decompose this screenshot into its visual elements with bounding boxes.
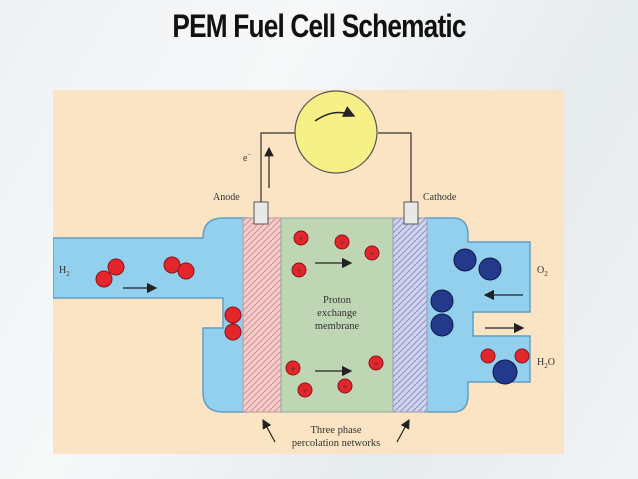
water-molecule — [480, 348, 530, 385]
proton: + — [368, 355, 384, 371]
membrane-label-line-2: exchange — [317, 308, 357, 319]
percolation-arrow-left — [262, 418, 276, 443]
hydrogen-molecule — [224, 306, 242, 341]
anode-layer — [242, 217, 282, 413]
svg-text:+: + — [298, 234, 303, 244]
oxygen-molecule — [453, 248, 502, 281]
cathode-label: Cathode — [423, 192, 457, 203]
svg-text:+: + — [342, 382, 347, 392]
anode-channel — [52, 217, 249, 413]
oxygen-molecule — [430, 289, 454, 337]
svg-text:+: + — [290, 364, 295, 374]
anode-label: Anode — [213, 192, 240, 203]
proton: + — [337, 378, 353, 394]
proton: + — [297, 382, 313, 398]
bottom-label-line-2: percolation networks — [292, 438, 380, 449]
membrane-label-line-3: membrane — [315, 321, 360, 332]
svg-text:+: + — [302, 386, 307, 396]
proton: + — [285, 360, 301, 376]
cathode-terminal — [403, 201, 419, 225]
percolation-arrow-right — [396, 418, 410, 443]
o2-label: O2 — [537, 265, 548, 278]
hydrogen-molecule — [163, 256, 195, 280]
hydrogen-molecule — [95, 258, 125, 288]
h2-label: H2 — [59, 265, 70, 278]
slide-title: PEM Fuel Cell Schematic — [172, 8, 466, 44]
load-arrow — [314, 106, 356, 122]
load-circle — [294, 90, 378, 174]
membrane-label-line-1: Proton — [323, 295, 352, 306]
proton: + — [364, 245, 380, 261]
proton: + — [293, 230, 309, 246]
anode-terminal — [253, 201, 269, 225]
proton: + — [291, 262, 307, 278]
proton: + — [334, 234, 350, 250]
svg-text:+: + — [339, 238, 344, 248]
cathode-layer — [392, 217, 428, 413]
svg-text:+: + — [373, 359, 378, 369]
svg-text:+: + — [296, 266, 301, 276]
electron-label: e− — [243, 151, 251, 164]
h2o-label: H2O — [537, 357, 555, 370]
fuel-cell-schematic: e− Anode Cathode H2 O2 H2O Proton exchan… — [52, 90, 555, 449]
fuel-cell-diagram: e− Anode Cathode H2 O2 H2O Proton exchan… — [52, 90, 564, 454]
external-circuit — [260, 132, 412, 202]
bottom-label-line-1: Three phase — [310, 425, 361, 436]
svg-text:+: + — [369, 249, 374, 259]
